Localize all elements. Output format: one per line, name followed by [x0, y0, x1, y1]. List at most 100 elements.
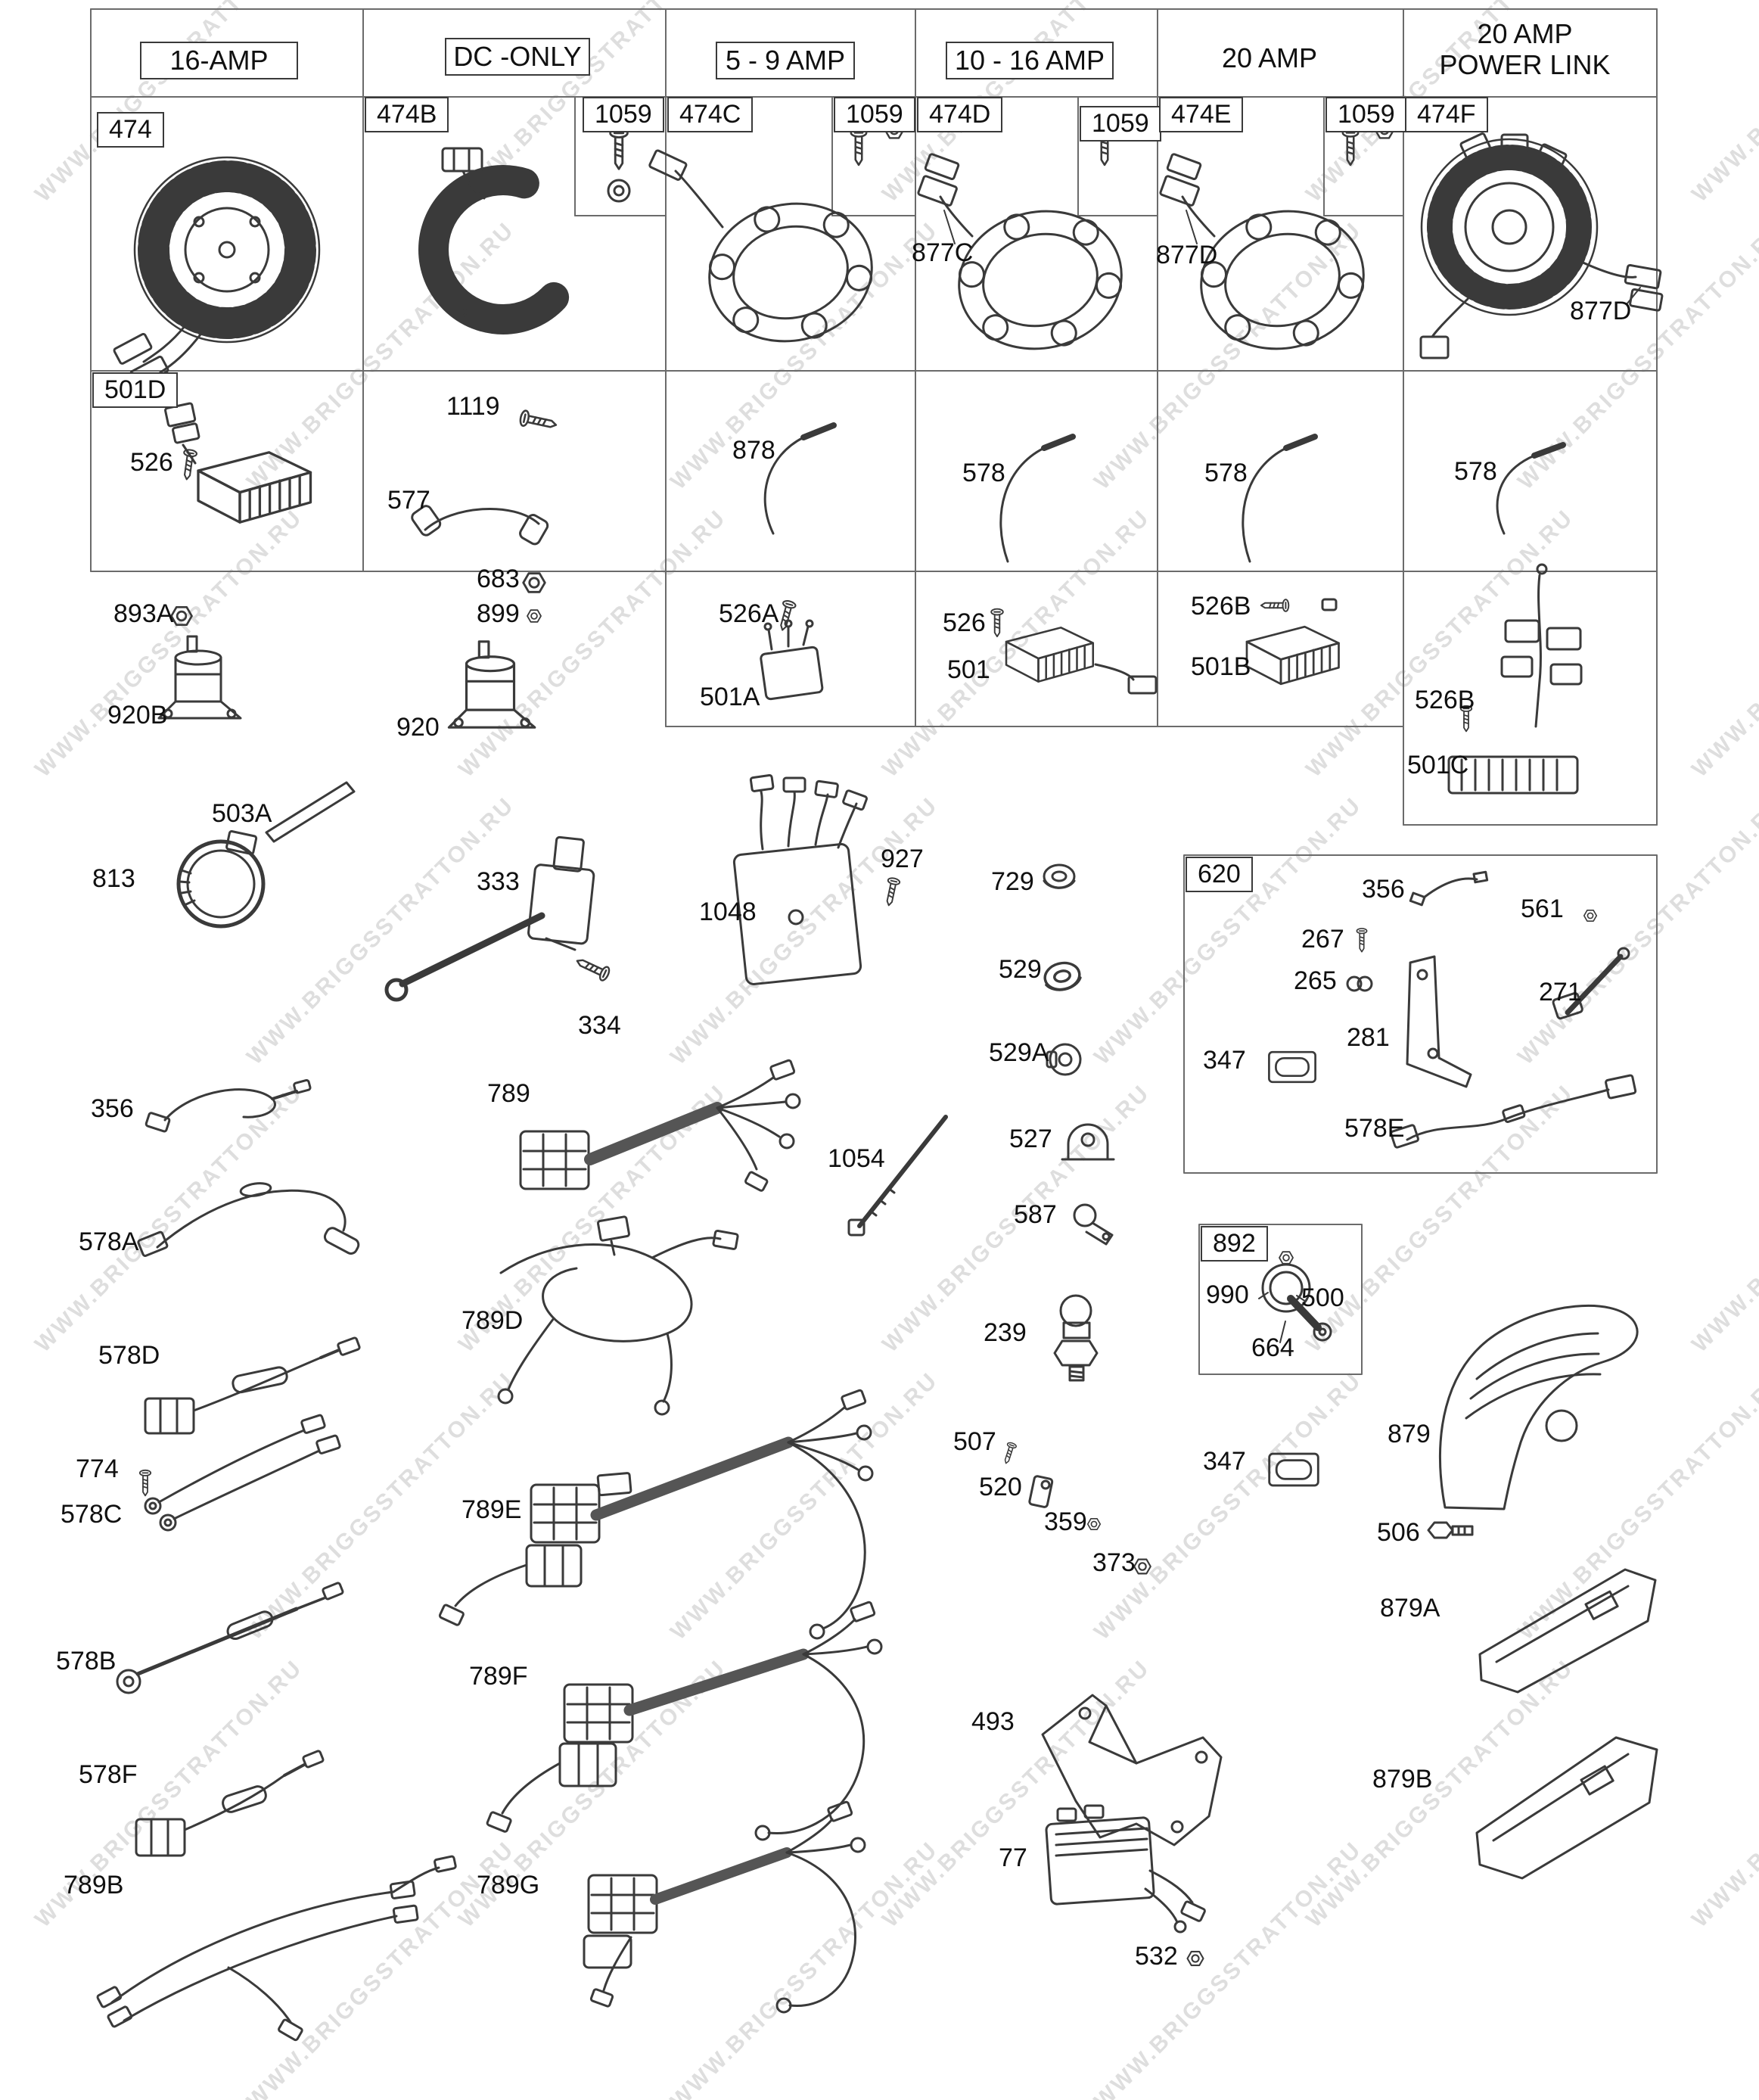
part-label-578: 578 [962, 459, 1005, 487]
screw-526-illustration [990, 608, 1004, 638]
part-label-333: 333 [477, 867, 520, 896]
part-label-239: 239 [984, 1318, 1027, 1347]
harness-578a-illustration [137, 1182, 360, 1257]
part-box-474D: 474D [917, 97, 1003, 132]
wires-578c-illustration [144, 1414, 341, 1532]
regulator-501a-illustration [760, 619, 824, 701]
part-box-474E: 474E [1159, 97, 1244, 132]
part-label-813: 813 [92, 864, 135, 893]
part-label-577: 577 [387, 486, 430, 515]
part-label-578: 578 [1204, 459, 1248, 487]
part-label-789B: 789B [64, 1871, 124, 1899]
part-label-1054: 1054 [828, 1144, 885, 1173]
screw-507-illustration [1001, 1441, 1018, 1466]
clamp-527-illustration [1061, 1123, 1115, 1161]
regulator-501-illustration [1005, 627, 1158, 695]
part-label-526A: 526A [719, 599, 779, 628]
diode-wire-578-illustration [1242, 434, 1318, 563]
screw-774-illustration [138, 1469, 152, 1497]
part-label-578E: 578E [1344, 1114, 1405, 1143]
wire-356-illustration [145, 1078, 312, 1133]
clamp-813-illustration [176, 830, 266, 929]
screw-526b-illustration [1260, 598, 1338, 612]
column-header-dc-only: DC -ONLY [445, 38, 590, 76]
harness-789d-illustration [497, 1215, 739, 1416]
screw-334-illustration [573, 953, 612, 983]
part-label-527: 527 [1009, 1125, 1052, 1153]
part-box-1059: 1059 [1325, 97, 1407, 132]
switch-347-illustration [1268, 1452, 1319, 1487]
part-label-587: 587 [1014, 1200, 1057, 1229]
part-label-578D: 578D [98, 1341, 160, 1370]
column-header-10-16-amp: 10 - 16 AMP [946, 42, 1114, 79]
part-label-347: 347 [1203, 1046, 1246, 1075]
nut-532-illustration [1186, 1950, 1204, 1967]
harness-789f-illustration [486, 1601, 883, 1841]
solenoid-920-illustration [447, 640, 536, 729]
diode-wire-578-illustration [1496, 442, 1566, 535]
part-label-1119: 1119 [446, 392, 500, 421]
regulator-501b-illustration [1245, 625, 1340, 686]
part-label-878: 878 [732, 436, 775, 465]
part-label-526B: 526B [1191, 592, 1251, 621]
fastener-1059-dc-illustration [607, 127, 631, 203]
part-label-267: 267 [1301, 925, 1344, 954]
part-label-271: 271 [1539, 978, 1582, 1006]
cover-879b-illustration [1475, 1736, 1658, 1880]
part-label-526: 526 [130, 448, 173, 477]
terminal-520-illustration [1028, 1475, 1054, 1508]
key-switch-892-illustration [1258, 1251, 1332, 1343]
part-label-501: 501 [947, 655, 990, 684]
stator-16amp-illustration [113, 156, 321, 387]
part-box-474: 474 [97, 112, 164, 148]
part-label-503A: 503A [212, 799, 272, 828]
part-label-529: 529 [999, 955, 1042, 984]
part-label-501C: 501C [1407, 751, 1469, 779]
part-label-578F: 578F [79, 1760, 138, 1789]
starter-assembly-333-illustration [384, 835, 595, 1002]
nut-683-illustration [522, 572, 546, 593]
ring-alternator-10-16amp-illustration [917, 153, 1136, 366]
screw-927-illustration [882, 876, 901, 907]
clamp-587-illustration [1073, 1203, 1114, 1246]
part-label-990: 990 [1206, 1280, 1249, 1309]
jumper-wire-577-illustration [411, 505, 549, 546]
harness-789e-illustration [438, 1389, 874, 1640]
alternator-20amp-powerlink-illustration [1419, 132, 1664, 359]
column-header-20-amp: 20 AMP [1221, 42, 1318, 73]
part-label-729: 729 [991, 867, 1034, 896]
diode-wire-878-illustration [763, 422, 837, 535]
part-label-359: 359 [1044, 1507, 1087, 1536]
module-77-illustration [1045, 1804, 1206, 1934]
nut-899-illustration [527, 609, 542, 623]
regulator-501d-illustration [164, 402, 312, 524]
part-box-474C: 474C [667, 97, 754, 132]
cover-879-illustration [1438, 1304, 1639, 1510]
part-label-77: 77 [999, 1843, 1027, 1872]
part-box-1059: 1059 [1080, 106, 1161, 142]
part-label-578A: 578A [79, 1227, 139, 1256]
nut-373-illustration [1133, 1558, 1151, 1575]
wire-578b-illustration [116, 1582, 344, 1694]
strap-503a-illustration [265, 781, 356, 843]
part-label-356: 356 [91, 1094, 134, 1123]
part-label-529A: 529A [989, 1038, 1049, 1067]
part-label-347: 347 [1203, 1447, 1246, 1476]
bolt-1119-illustration [517, 409, 559, 434]
oil-pressure-switch-239-illustration [1053, 1294, 1099, 1382]
cable-tie-1054-illustration [847, 1115, 948, 1237]
part-label-506: 506 [1377, 1518, 1420, 1547]
part-label-493: 493 [971, 1707, 1015, 1736]
bolt-506-illustration [1427, 1521, 1474, 1539]
part-label-789E: 789E [462, 1495, 522, 1524]
harness-789g-illustration [583, 1800, 866, 2014]
part-label-265: 265 [1294, 966, 1337, 995]
plug-529a-illustration [1046, 1043, 1082, 1076]
part-label-774: 774 [76, 1454, 119, 1483]
powerlink-harness-526b-501c-illustration [1447, 563, 1583, 795]
part-box-620: 620 [1186, 857, 1253, 892]
part-label-893A: 893A [113, 599, 174, 628]
part-label-500: 500 [1301, 1283, 1344, 1312]
